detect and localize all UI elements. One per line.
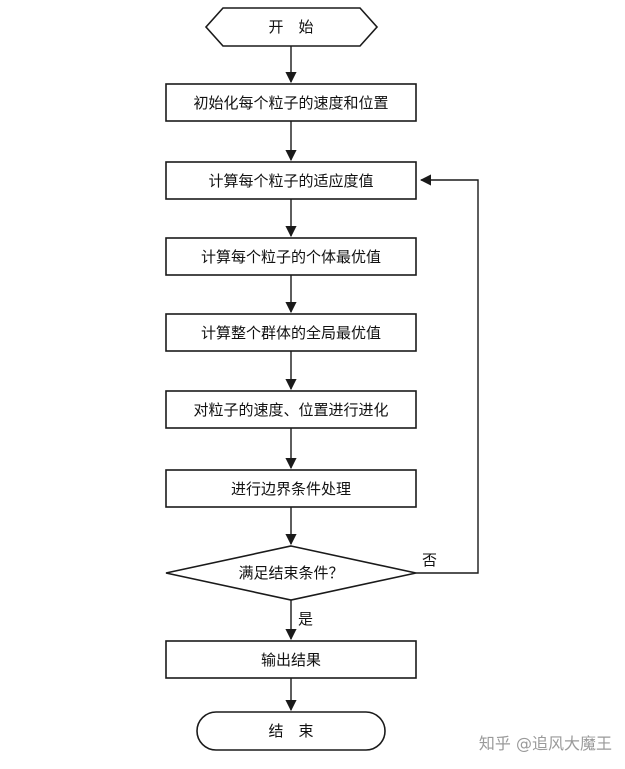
- step-global-best: 计算整个群体的全局最优值: [165, 313, 417, 352]
- step-output-label: 输出结果: [261, 651, 321, 669]
- yes-label: 是: [298, 610, 313, 628]
- step-personal-best: 计算每个粒子的个体最优值: [165, 237, 417, 276]
- step-personal-best-label: 计算每个粒子的个体最优值: [201, 248, 381, 266]
- step-evolve: 对粒子的速度、位置进行进化: [165, 390, 417, 429]
- step-fitness: 计算每个粒子的适应度值: [165, 161, 417, 200]
- step-output: 输出结果: [165, 640, 417, 679]
- decision-node: 满足结束条件？: [165, 545, 417, 601]
- watermark-text: 知乎 @追风大魔王: [479, 734, 612, 753]
- step-init-label: 初始化每个粒子的速度和位置: [193, 94, 388, 112]
- step-init: 初始化每个粒子的速度和位置: [165, 83, 417, 122]
- start-node: 开 始: [204, 7, 379, 47]
- no-label: 否: [422, 551, 437, 569]
- connector-no-loop: [416, 174, 479, 574]
- decision-label: 满足结束条件？: [238, 564, 343, 582]
- step-evolve-label: 对粒子的速度、位置进行进化: [193, 401, 388, 419]
- step-global-best-label: 计算整个群体的全局最优值: [201, 324, 381, 342]
- start-label: 开 始: [268, 18, 313, 36]
- step-fitness-label: 计算每个粒子的适应度值: [208, 172, 373, 190]
- end-label: 结 束: [268, 722, 313, 740]
- end-node: 结 束: [196, 711, 386, 751]
- step-boundary: 进行边界条件处理: [165, 469, 417, 508]
- step-boundary-label: 进行边界条件处理: [231, 480, 351, 498]
